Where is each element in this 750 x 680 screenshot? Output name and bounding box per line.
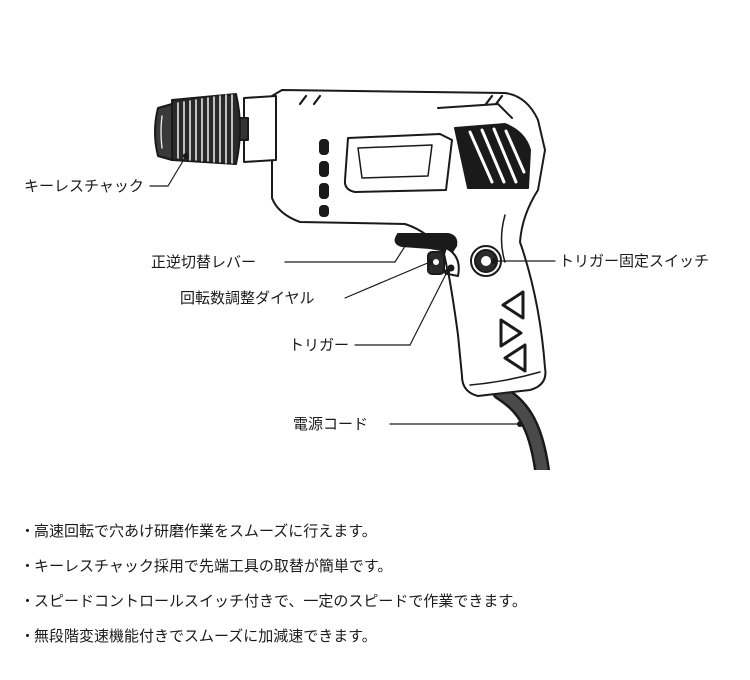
handle-arrow-marks	[499, 290, 527, 373]
callout-power-cord: 電源コード	[293, 415, 369, 433]
callout-trigger-lock-switch: トリガー固定スイッチ	[559, 252, 710, 270]
speed-dial-shape	[427, 251, 445, 275]
callout-keyless-chuck: キーレスチャック	[24, 177, 144, 195]
callout-direction-lever: 正逆切替レバー	[151, 253, 257, 271]
feature-item: ・キーレスチャック採用で先端工具の取替が簡単です。	[20, 557, 730, 592]
bullet-mark: ・	[20, 592, 36, 610]
top-vent-details	[298, 94, 513, 119]
feature-list: ・高速回転で穴あけ研磨作業をスムーズに行えます。 ・キーレスチャック採用で先端工…	[20, 522, 730, 662]
power-cord-shape	[492, 384, 550, 470]
bullet-mark: ・	[20, 522, 36, 540]
callout-leader-lines	[149, 155, 556, 425]
electric-drill-illustration	[149, 89, 556, 470]
bullet-mark: ・	[20, 557, 36, 575]
keyless-chuck-shape	[154, 93, 241, 165]
rear-vent-grill	[454, 123, 531, 189]
bullet-mark: ・	[20, 627, 36, 645]
feature-item: ・高速回転で穴あけ研磨作業をスムーズに行えます。	[20, 522, 730, 557]
side-window-panel	[343, 133, 453, 193]
feature-item: ・スピードコントロールスイッチ付きで、一定のスピードで作業できます。	[20, 592, 730, 627]
callout-trigger: トリガー	[289, 336, 350, 354]
trigger-lock-button-shape	[470, 245, 502, 277]
feature-text: 無段階変速機能付きでスムーズに加減速できます。	[34, 627, 377, 645]
callout-speed-dial: 回転数調整ダイヤル	[180, 289, 315, 307]
chuck-collar	[237, 95, 277, 163]
feature-text: スピードコントロールスイッチ付きで、一定のスピードで作業できます。	[34, 592, 527, 610]
side-vent-slots	[319, 139, 329, 217]
feature-text: キーレスチャック採用で先端工具の取替が簡単です。	[34, 557, 393, 575]
feature-item: ・無段階変速機能付きでスムーズに加減速できます。	[20, 627, 730, 662]
callout-dots	[183, 153, 523, 427]
feature-text: 高速回転で穴あけ研磨作業をスムーズに行えます。	[34, 522, 377, 540]
